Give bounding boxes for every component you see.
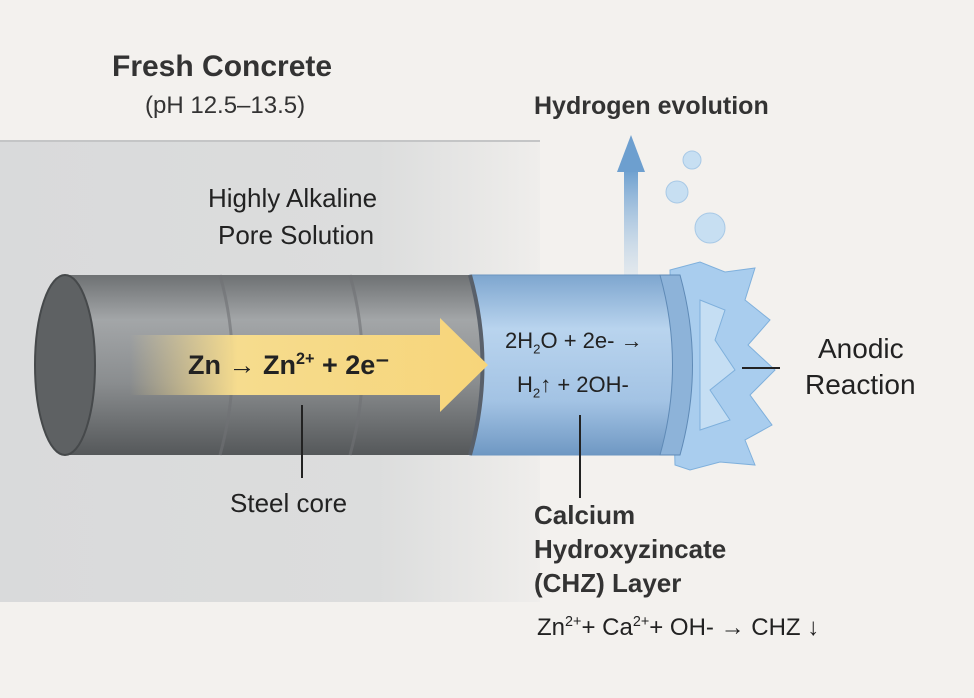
steel-end-cap — [34, 274, 96, 456]
chz-label-line3: (CHZ) Layer — [534, 568, 682, 598]
ph-range: (pH 12.5–13.5) — [145, 92, 306, 119]
zinc-crystals-icon — [669, 261, 776, 471]
title: Fresh Concrete — [112, 50, 333, 83]
chz-label-line2: Hydroxyzincate — [534, 534, 727, 564]
water-reduction-line1: 2H2O + 2e- → — [505, 328, 643, 357]
chz-formation-equation: Zn2++ Ca2++ OH- → CHZ ↓ — [537, 614, 820, 641]
water-reduction-line2: H2↑ + 2OH- — [517, 372, 629, 401]
hydrogen-evolution-label: Hydrogen evolution — [534, 92, 769, 120]
pore-solution-line1: Highly Alkaline — [208, 183, 378, 213]
electron-flow-arrow — [130, 318, 488, 412]
chz-label-line1: Calcium — [534, 500, 636, 530]
anodic-label-line1: Anodic — [818, 333, 904, 364]
steel-core-label: Steel core — [230, 488, 348, 518]
zinc-oxidation-equation: Zn → Zn2+ + 2e⁻ — [188, 350, 390, 380]
chz-layer — [469, 274, 682, 456]
anodic-label-line2: Reaction — [805, 369, 916, 400]
pore-solution-line2: Pore Solution — [218, 220, 375, 250]
hydrogen-arrow-icon — [617, 135, 645, 275]
bubbles-icon — [665, 150, 726, 244]
